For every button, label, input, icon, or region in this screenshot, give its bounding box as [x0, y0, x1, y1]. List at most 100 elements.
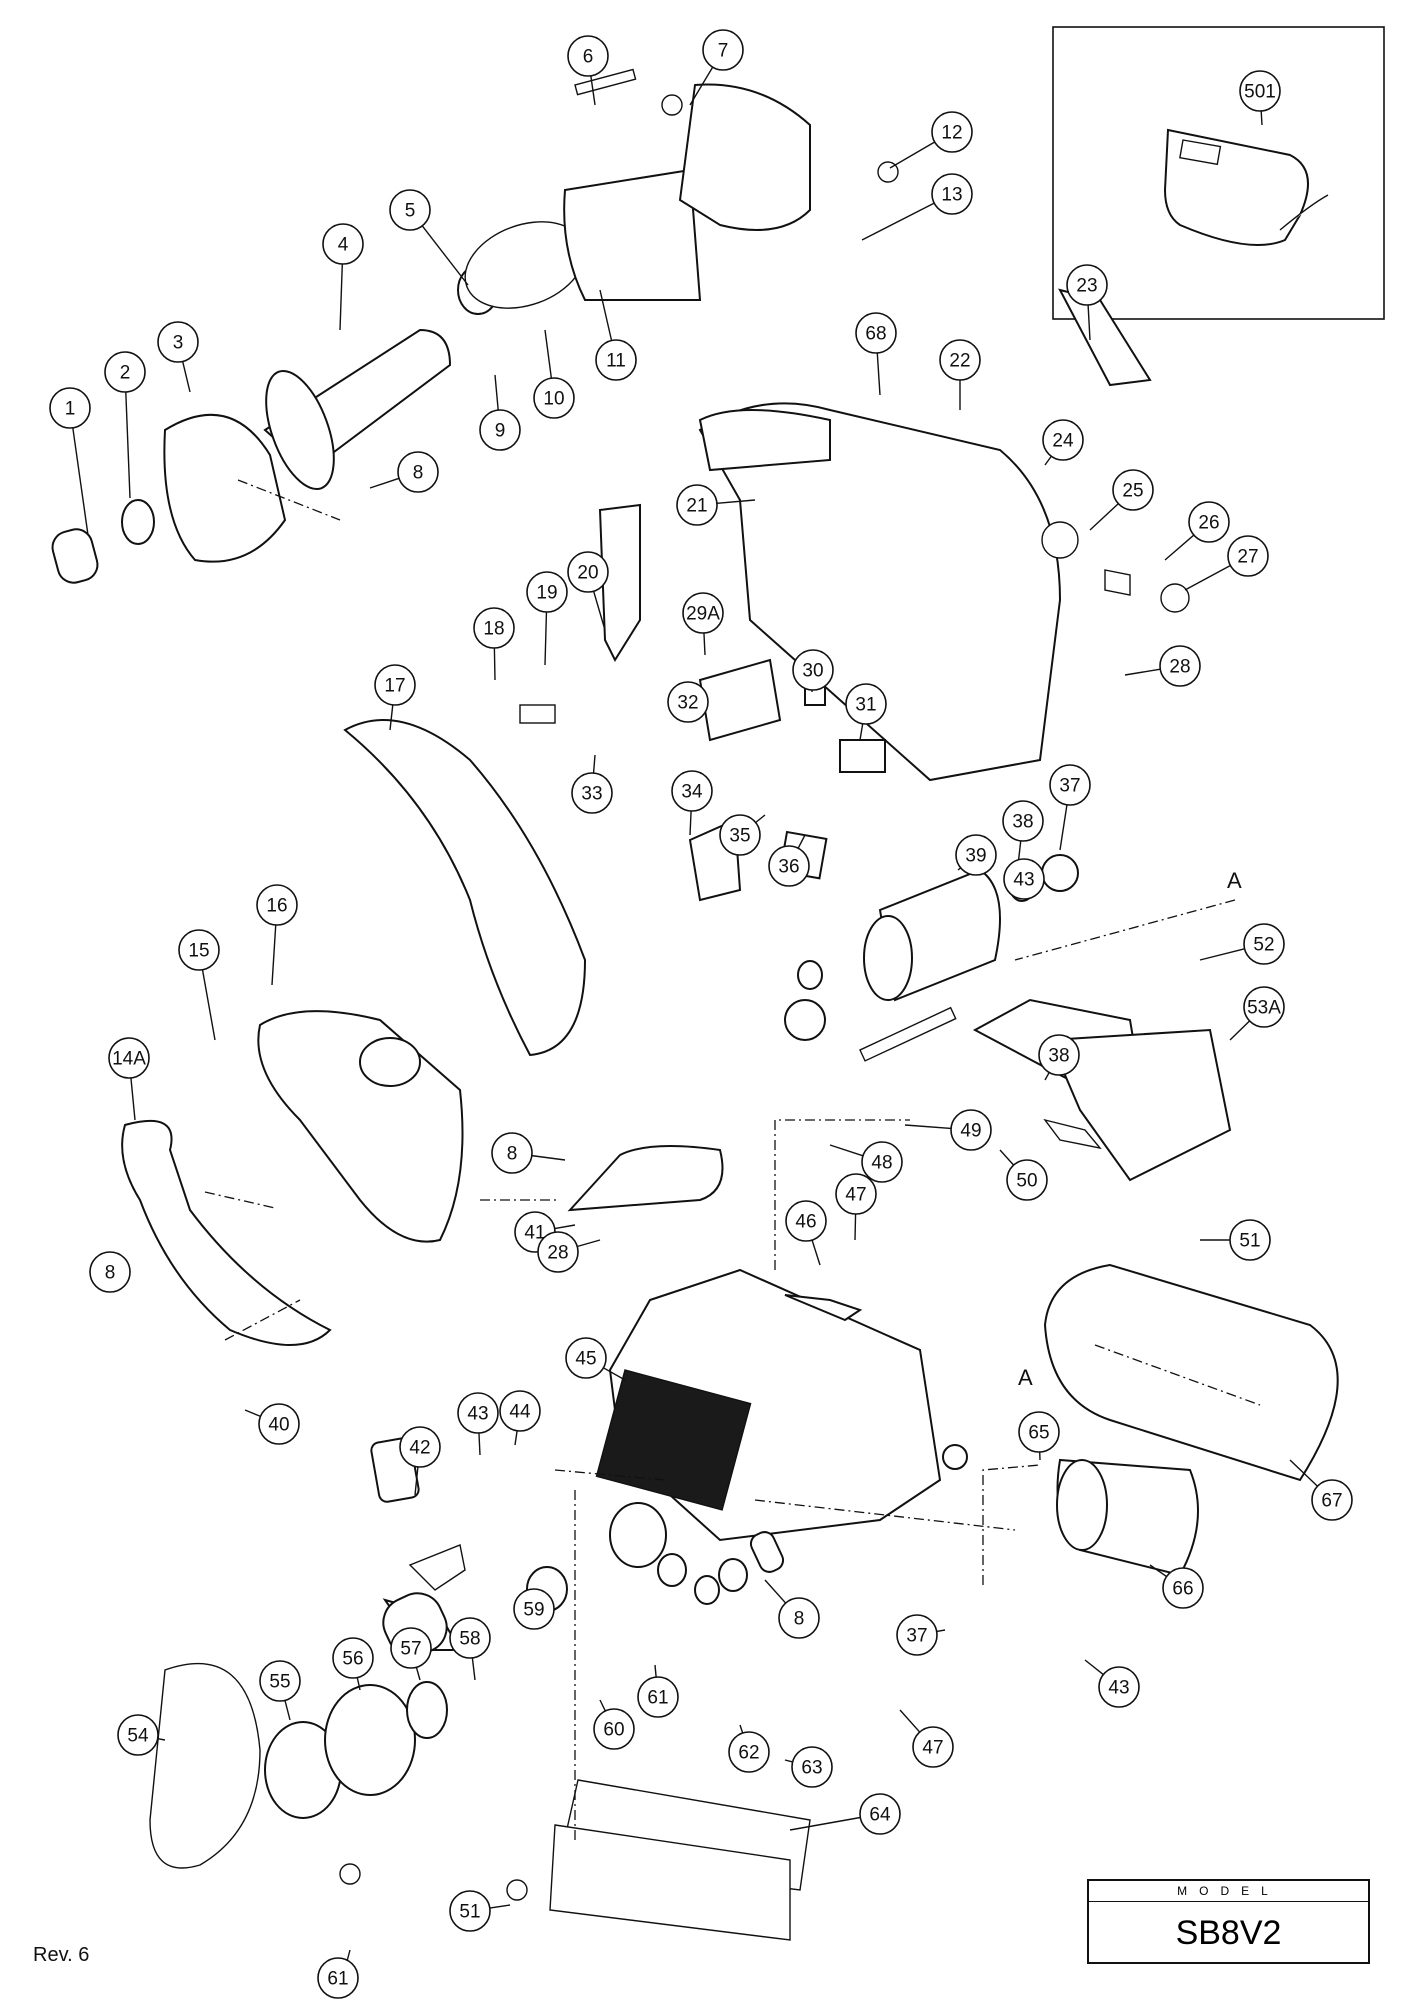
callout-circle [950, 1109, 992, 1151]
callout-8: 8 [89, 1251, 131, 1293]
callout-39: 39 [955, 834, 997, 876]
callout-leader [339, 263, 344, 331]
callout-leader [1089, 503, 1119, 531]
housing-parts [121, 288, 1152, 1346]
callout-number: 43 [1013, 870, 1034, 891]
callout-19: 19 [526, 571, 568, 666]
callout-number: 18 [483, 619, 504, 640]
callout-circle [676, 484, 718, 526]
model-box: MODEL SB8V2 [1087, 1879, 1370, 1964]
callout-43: 43 [1084, 1659, 1140, 1708]
callout-14A: 14A [108, 1037, 150, 1121]
callout-leader [999, 1149, 1015, 1166]
callout-45: 45 [565, 1337, 626, 1381]
callout-62: 62 [728, 1724, 770, 1773]
callout-number: 6 [583, 47, 594, 68]
callout-number: 48 [871, 1153, 892, 1174]
callout-number: 24 [1052, 431, 1074, 452]
callout-11: 11 [595, 289, 637, 381]
callout-circle [1243, 923, 1285, 965]
callout-leader [415, 1667, 421, 1681]
callout-circle [728, 1731, 770, 1773]
callout-40: 40 [244, 1403, 300, 1445]
callout-leader [829, 1144, 864, 1157]
callout-leader [703, 632, 706, 656]
callout-32: 32 [667, 681, 709, 723]
callout-number: 5 [405, 201, 416, 222]
callout-number: 7 [718, 41, 729, 62]
callout-circle [499, 1390, 541, 1432]
callout-number: 66 [1172, 1579, 1193, 1600]
callout-57: 57 [390, 1627, 432, 1681]
callout-number: 50 [1016, 1171, 1037, 1192]
callout-number: 61 [647, 1688, 668, 1709]
callout-leader [414, 1466, 419, 1496]
callout-28: 28 [1124, 645, 1201, 687]
callout-8: 8 [491, 1132, 566, 1174]
callout-leader [1084, 1659, 1104, 1676]
callout-number: 57 [400, 1639, 421, 1660]
callout-circle [1188, 501, 1230, 543]
callout-circle [595, 339, 637, 381]
callout-leader [1260, 110, 1263, 126]
callout-number: 60 [603, 1720, 624, 1741]
callout-leader [1199, 948, 1245, 961]
callout-number: 11 [606, 351, 626, 372]
callout-number: 35 [729, 826, 750, 847]
callout-leader [489, 1904, 511, 1909]
callout-circle [1066, 264, 1108, 306]
callout-47: 47 [835, 1173, 877, 1241]
callout-leader [244, 1409, 261, 1418]
callout-leader [1184, 564, 1231, 591]
callout-circle [397, 451, 439, 493]
drive-roller-assembly [784, 854, 1232, 1182]
callout-number: 3 [173, 333, 184, 354]
model-label: MODEL [1089, 1881, 1368, 1902]
callout-circle [89, 1251, 131, 1293]
callout-48: 48 [829, 1141, 903, 1183]
callout-54: 54 [117, 1714, 166, 1756]
callout-leader [797, 834, 806, 849]
callout-number: 33 [581, 784, 602, 805]
callout-51: 51 [1200, 1219, 1271, 1261]
callout-leader [854, 1213, 857, 1241]
callout-number: 53A [1247, 998, 1281, 1019]
callout-circle [791, 1746, 833, 1788]
callout-circle [322, 223, 364, 265]
callout-18: 18 [473, 607, 515, 681]
callout-number: 68 [865, 324, 886, 345]
callout-60: 60 [593, 1699, 635, 1750]
callout-22: 22 [939, 339, 981, 410]
callout-number: 64 [869, 1805, 891, 1826]
callout-circle [855, 312, 897, 354]
callout-number: 51 [1239, 1231, 1260, 1252]
callout-leader [689, 66, 714, 106]
callout-leader [784, 1759, 793, 1763]
callout-2: 2 [104, 351, 146, 499]
callout-leader [544, 611, 548, 666]
callout-59: 59 [513, 1588, 555, 1630]
callout-number: 61 [327, 1969, 348, 1990]
callout-leader [369, 477, 400, 489]
callout-number: 501 [1244, 82, 1276, 103]
callout-circle [1038, 1034, 1080, 1076]
callout-33: 33 [571, 754, 613, 814]
callout-circle [449, 1890, 491, 1932]
callout-circle [258, 1403, 300, 1445]
callout-circle [682, 592, 724, 634]
callout-number: 67 [1321, 1491, 1342, 1512]
callout-number: 8 [794, 1609, 805, 1630]
callout-leader [494, 374, 499, 411]
callout-number: 41 [524, 1223, 545, 1244]
callout-51: 51 [449, 1890, 511, 1932]
callout-leader [592, 754, 596, 774]
callout-circle [567, 551, 609, 593]
callout-number: 20 [577, 563, 598, 584]
callout-leader [689, 810, 692, 836]
callout-circle [457, 1392, 499, 1434]
callout-circle [1112, 469, 1154, 511]
callout-number: 2 [120, 363, 131, 384]
assembly-lines [204, 479, 1261, 1840]
callout-68: 68 [855, 312, 897, 396]
